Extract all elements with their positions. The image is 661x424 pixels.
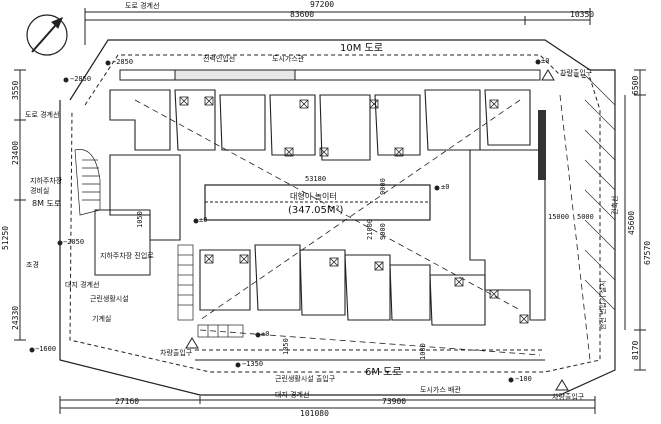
court-area: (347.05M²) — [288, 205, 344, 216]
dim-inner-small-b: 1050 — [282, 338, 290, 355]
elev-e8: ±0 — [441, 183, 450, 191]
dim-right-mid: 45600 — [627, 210, 636, 235]
dim-right-top: 6500 — [631, 75, 640, 95]
side-d-label: 대지 경계선 — [65, 281, 100, 289]
dim-inner-height-a: 21000 — [366, 218, 374, 240]
stair-ramp-bottom — [197, 324, 244, 338]
station-label: 전력인입선 — [203, 55, 236, 63]
elev-e4: −1600 — [35, 345, 57, 353]
building-block-west — [109, 154, 181, 241]
side-a-label: 지하주차장 진입로 — [100, 252, 154, 260]
dim-right-inner2: 5000 — [577, 213, 594, 221]
dim-inner-small-c: 1000 — [419, 343, 427, 360]
north-arrow-icon — [26, 14, 68, 56]
building-line — [69, 54, 601, 373]
entrance-top-icon — [541, 69, 555, 81]
top-boundary-label: 도로 경계선 — [125, 2, 160, 10]
dim-top-left: 83600 — [290, 10, 315, 19]
bottom-line-label: 대지 경계선 — [275, 391, 310, 399]
entrance-right-icon — [555, 379, 569, 391]
stair-ramp-center — [177, 244, 194, 321]
side-c-label: 기계실 — [92, 315, 112, 323]
building-block-bottom — [199, 244, 486, 326]
gas-label: 도시가스관 — [272, 55, 305, 63]
building-block-top — [109, 89, 531, 161]
dim-top-total: 97200 — [310, 0, 335, 9]
entrance-bottom-label: 차량출입구 — [560, 69, 593, 77]
side-e-label: 조경 — [26, 261, 39, 269]
bottom-note-label: 근린생활시설 출입구 — [275, 375, 336, 383]
dim-right-bottom: 8170 — [631, 340, 640, 360]
entrance-left-label: 차량출입구 — [160, 349, 193, 357]
elev-e5: −1350 — [242, 360, 264, 368]
dim-left-total: 51250 — [1, 225, 10, 250]
elev-e7: ±0 — [541, 57, 550, 65]
road-6m-label: 6M 도로 — [365, 367, 402, 378]
dim-inner-height-b: 9000 — [379, 223, 387, 240]
parking-label: 경비실 — [30, 187, 50, 195]
elev-e9: ±0 — [199, 216, 208, 224]
north-arrow-head — [51, 17, 63, 29]
dim-left-upper: 23400 — [11, 140, 20, 165]
dim-left-lower: 24330 — [11, 305, 20, 330]
elev-e10: ±0 — [261, 330, 270, 338]
dim-top-right: 10350 — [570, 10, 595, 19]
road-8m-label: 8M 도로 — [32, 199, 62, 208]
elev-e1: −2850 — [112, 58, 134, 66]
elev-e2: −2850 — [70, 75, 92, 83]
dim-inner-height-c: 9000 — [379, 178, 387, 195]
right-hatch — [584, 74, 616, 311]
stair-ramp-left — [74, 149, 101, 216]
elev-e6: −100 — [515, 375, 532, 383]
elev-e3: −2050 — [63, 238, 85, 246]
bottom-note2-label: 도시가스 배관 — [420, 386, 461, 394]
dim-bottom-left: 27160 — [115, 397, 140, 406]
dim-inner-width: 53180 — [305, 175, 327, 183]
structure-label: 지하주차장 — [30, 177, 63, 185]
right-vert-label: 건축선 — [611, 195, 619, 215]
elevation-markers — [29, 59, 541, 383]
dim-bottom-right: 73900 — [382, 397, 407, 406]
dim-inner-small-a: 1050 — [136, 211, 144, 228]
side-b-label: 근린생활시설 — [90, 295, 129, 303]
entrance-left-icon — [185, 337, 199, 349]
court-name: 대형이 놀이터 — [290, 192, 337, 201]
entrance-right-label: 차량출입구 — [552, 393, 585, 401]
dim-right-inner: 15000 — [548, 213, 570, 221]
left-boundary-label: 도로 경계선 — [25, 111, 60, 119]
road-10m-label: 10M 도로 — [340, 43, 383, 54]
setback-lines — [134, 94, 591, 361]
dim-left-small: 3550 — [11, 80, 20, 100]
road-band-top — [119, 69, 541, 81]
dim-right-total: 67570 — [643, 240, 652, 265]
right-note-label: 한전 변압기 설치 — [599, 280, 607, 330]
building-block-right — [469, 149, 546, 321]
dim-bottom-total: 101080 — [300, 409, 329, 418]
